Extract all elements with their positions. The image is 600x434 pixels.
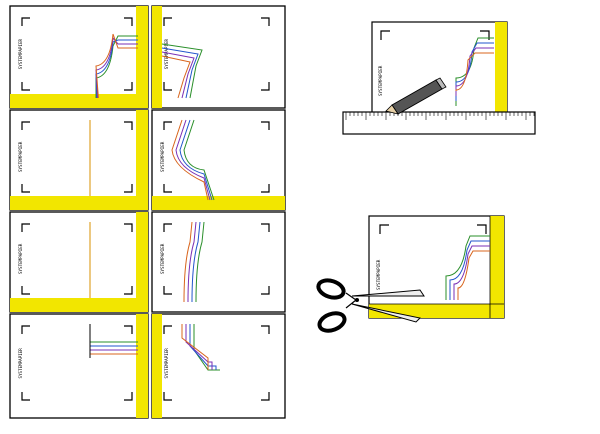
corner-crop-mark-icon [124,121,133,130]
trace-step-illustration: SYSTEMPAPIER [342,21,536,135]
cut-step-pattern-lines [445,235,490,300]
pattern-tile: SYSTEMPAPIER [151,313,286,419]
corner-crop-mark-icon [261,223,270,232]
corner-crop-mark-icon [163,286,172,295]
tile-grid: SYSTEMPAPIER SYSTEMPAPIER SYSTEMPAPIER SYST… [9,5,286,419]
ruler-icon [342,111,536,135]
corner-crop-mark-icon [379,224,389,234]
corner-crop-mark-icon [21,392,30,401]
tile-tape-left [152,6,162,108]
tile-frame [151,109,286,211]
corner-crop-mark-icon [21,17,30,26]
cut-step-illustration: SYSTEMPAPIER [316,215,505,333]
pattern-tile: SYSTEMPAPIER [9,109,149,211]
tile-label: SYSTEMPAPIER [18,39,23,70]
tile-label: SYSTEMPAPIER [18,348,23,379]
tile-label: SYSTEMPAPIER [164,39,169,70]
tile-tape-bottom [10,94,148,108]
tile-tape-right [136,110,148,210]
trace-step-pattern-lines [455,37,494,106]
corner-crop-mark-icon [124,392,133,401]
corner-crop-mark-icon [261,286,270,295]
corner-crop-mark-icon [477,224,487,234]
cut-step-tape-right [490,216,504,318]
trace-step-tile-label: SYSTEMPAPIER [378,65,383,96]
corner-crop-mark-icon [163,82,172,91]
tile-tape-right [136,212,148,312]
tile-tape-bottom [10,196,148,210]
corner-crop-mark-icon [21,223,30,232]
pattern-tile: SYSTEMPAPIER [151,211,286,313]
corner-crop-mark-icon [124,82,133,91]
corner-crop-mark-icon [124,286,133,295]
corner-crop-mark-icon [163,17,172,26]
tile-frame [151,313,286,419]
corner-crop-mark-icon [124,17,133,26]
tile-tape-right [136,314,148,418]
corner-crop-mark-icon [163,392,172,401]
tile-frame [151,211,286,313]
trace-step-tape [495,22,507,122]
corner-crop-mark-icon [163,121,172,130]
corner-crop-mark-icon [261,82,270,91]
tile-frame [151,5,286,109]
pattern-tile: SYSTEMPAPIER [9,211,149,313]
tile-tape-right [136,6,148,108]
corner-crop-mark-icon [163,184,172,193]
pattern-tile: SYSTEMPAPIER [151,109,286,211]
corner-crop-mark-icon [261,17,270,26]
tile-label: SYSTEMPAPIER [18,243,23,274]
tile-label: SYSTEMPAPIER [160,141,165,172]
corner-crop-mark-icon [124,184,133,193]
cut-step-sheet [368,215,505,319]
tile-tape-bottom [152,196,285,210]
corner-crop-mark-icon [21,325,30,334]
cut-step-tape-bottom [369,304,504,318]
pattern-tile: SYSTEMPAPIER [9,5,149,109]
corner-crop-mark-icon [21,121,30,130]
tile-tape-bottom [10,298,148,312]
corner-crop-mark-icon [261,325,270,334]
corner-crop-mark-icon [261,392,270,401]
corner-crop-mark-icon [163,223,172,232]
corner-crop-mark-icon [261,184,270,193]
pattern-tile: SYSTEMPAPIER [9,313,149,419]
pattern-tile: SYSTEMPAPIER [151,5,286,109]
scissors-icon [316,278,425,333]
corner-crop-mark-icon [21,286,30,295]
tile-label: SYSTEMPAPIER [18,141,23,172]
corner-crop-mark-icon [124,325,133,334]
cut-step-tile-label: SYSTEMPAPIER [376,259,381,290]
tile-label: SYSTEMPAPIER [164,348,169,379]
corner-crop-mark-icon [21,82,30,91]
corner-crop-mark-icon [480,30,490,40]
tile-label: SYSTEMPAPIER [160,243,165,274]
ruler-ticks [345,112,535,120]
tile-frame [9,5,149,109]
corner-crop-mark-icon [124,223,133,232]
corner-crop-mark-icon [21,184,30,193]
pencil-icon [385,77,447,115]
tile-frame [9,313,149,419]
tile-frame [9,109,149,211]
corner-crop-mark-icon [380,30,390,40]
tile-tape-left [152,314,162,418]
tile-frame [9,211,149,313]
corner-crop-mark-icon [163,325,172,334]
corner-crop-mark-icon [261,121,270,130]
